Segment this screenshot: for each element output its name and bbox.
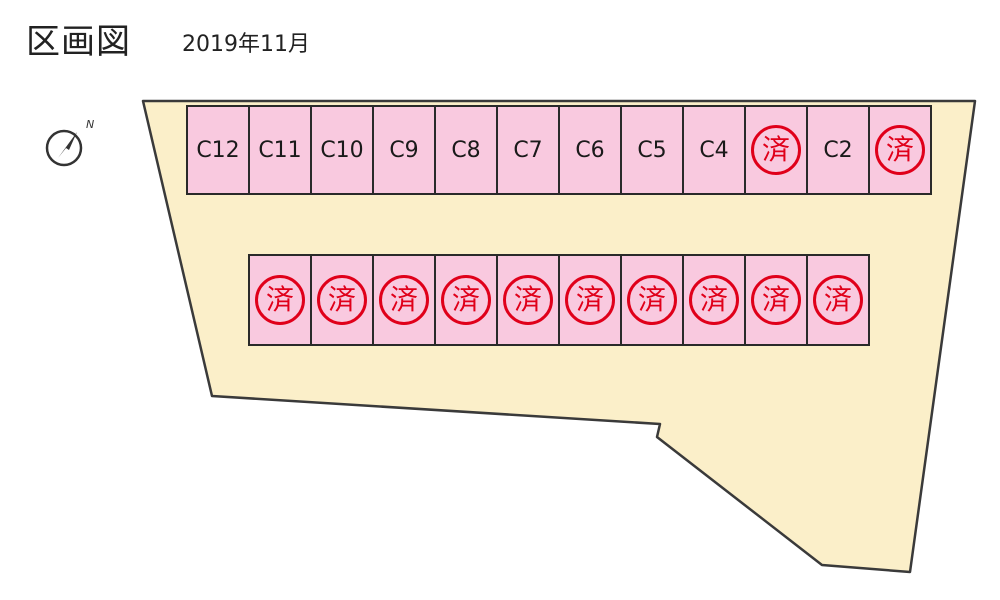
parking-row-bottom: 済済済済済済済済済済 — [248, 254, 870, 346]
space-label: C4 — [699, 137, 729, 163]
parking-row-top: C12 C11 C10 C9 C8 C7 C6 C5 C4 済 C2 済 — [186, 105, 932, 195]
north-label: N — [86, 118, 94, 131]
parking-space[interactable]: 済 — [746, 107, 806, 193]
page-title: 区画図 — [26, 22, 131, 62]
parking-space[interactable]: C7 — [498, 107, 558, 193]
contracted-stamp-icon: 済 — [751, 125, 801, 175]
parking-space[interactable]: C11 — [250, 107, 310, 193]
parking-space[interactable]: C9 — [374, 107, 434, 193]
parking-space[interactable]: 済 — [870, 107, 930, 193]
parking-space[interactable]: C8 — [436, 107, 496, 193]
space-label: C9 — [389, 137, 419, 163]
space-label: C6 — [575, 137, 605, 163]
contracted-stamp-icon: 済 — [565, 275, 615, 325]
parking-space[interactable]: C4 — [684, 107, 744, 193]
parking-space[interactable]: C2 — [808, 107, 868, 193]
contracted-stamp-icon: 済 — [813, 275, 863, 325]
parking-space[interactable]: 済 — [622, 256, 682, 344]
parking-space[interactable]: 済 — [436, 256, 496, 344]
space-label: C8 — [451, 137, 481, 163]
parking-space[interactable]: C10 — [312, 107, 372, 193]
contracted-stamp-icon: 済 — [503, 275, 553, 325]
parking-space[interactable]: 済 — [374, 256, 434, 344]
space-label: C7 — [513, 137, 543, 163]
contracted-stamp-icon: 済 — [317, 275, 367, 325]
contracted-stamp-icon: 済 — [255, 275, 305, 325]
space-label: C2 — [823, 137, 853, 163]
parking-space[interactable]: 済 — [808, 256, 868, 344]
parking-space[interactable]: C12 — [188, 107, 248, 193]
north-arrow-icon: N — [45, 118, 94, 167]
date-label: 2019年11月 — [182, 32, 310, 57]
contracted-stamp-icon: 済 — [751, 275, 801, 325]
parking-space[interactable]: 済 — [684, 256, 744, 344]
parking-space[interactable]: C5 — [622, 107, 682, 193]
parking-space[interactable]: 済 — [746, 256, 806, 344]
contracted-stamp-icon: 済 — [379, 275, 429, 325]
space-label: C10 — [320, 137, 364, 163]
space-label: C5 — [637, 137, 667, 163]
contracted-stamp-icon: 済 — [627, 275, 677, 325]
parking-space[interactable]: C6 — [560, 107, 620, 193]
parking-space[interactable]: 済 — [498, 256, 558, 344]
parking-space[interactable]: 済 — [250, 256, 310, 344]
space-label: C11 — [258, 137, 302, 163]
contracted-stamp-icon: 済 — [441, 275, 491, 325]
contracted-stamp-icon: 済 — [689, 275, 739, 325]
space-label: C12 — [196, 137, 240, 163]
parking-space[interactable]: 済 — [560, 256, 620, 344]
contracted-stamp-icon: 済 — [875, 125, 925, 175]
parking-space[interactable]: 済 — [312, 256, 372, 344]
